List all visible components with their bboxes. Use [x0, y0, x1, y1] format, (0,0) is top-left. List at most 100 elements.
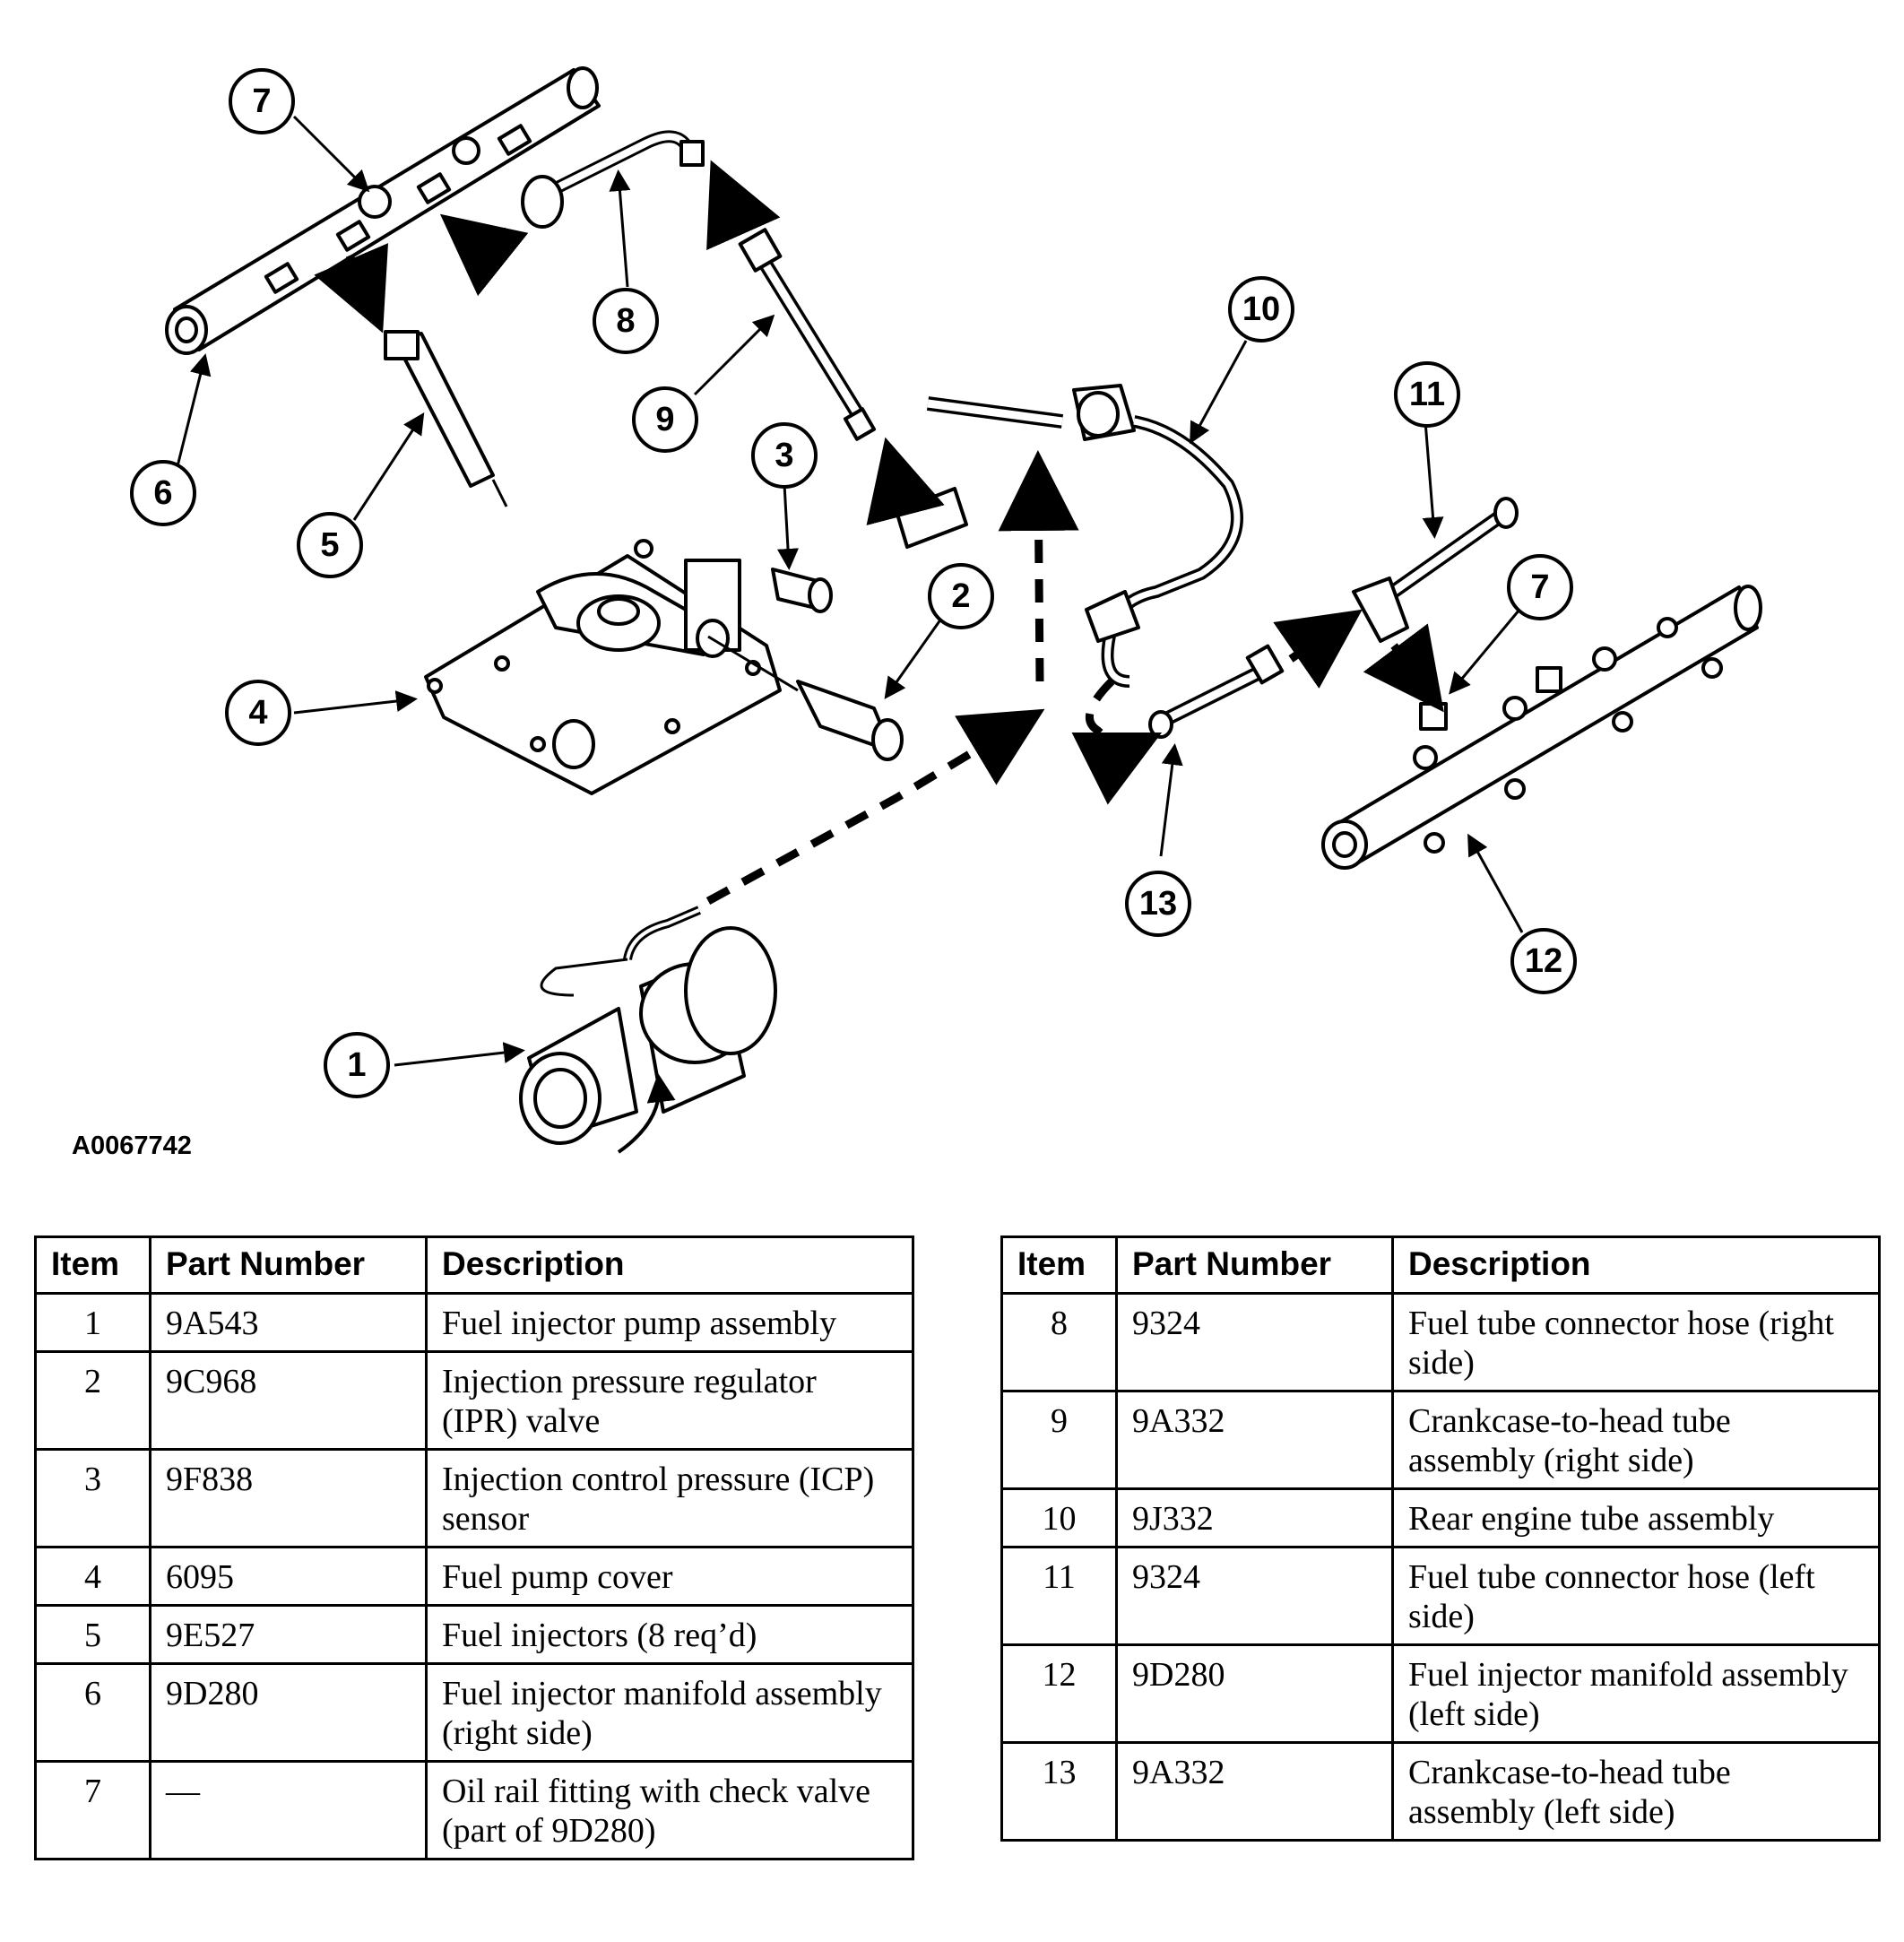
svg-text:5: 5 [320, 526, 339, 564]
description-cell: Fuel injector manifold assembly (left si… [1391, 1643, 1881, 1744]
left-connector-hose [1352, 497, 1519, 643]
description-cell: Fuel injectors (8 req’d) [425, 1604, 914, 1665]
left-injector-manifold [1321, 585, 1762, 870]
item-cell: 6 [34, 1662, 151, 1763]
part-number-cell: 6095 [149, 1546, 428, 1607]
fuel-injector [384, 330, 508, 507]
header-part-number: Part Number [1115, 1235, 1394, 1295]
header-description: Description [1391, 1235, 1881, 1295]
callout-6: 6 [130, 460, 196, 526]
header-item: Item [1000, 1235, 1118, 1295]
description-cell: Injection pressure regulator (IPR) valve [425, 1350, 914, 1451]
table-row: 7—Oil rail fitting with check valve (par… [34, 1760, 914, 1860]
svg-text:11: 11 [1409, 376, 1445, 413]
part-number-cell: 9A543 [149, 1292, 428, 1353]
callout-12: 12 [1510, 928, 1577, 994]
callout-13: 13 [1125, 871, 1191, 937]
right-connector-hose [521, 130, 705, 229]
svg-text:13: 13 [1139, 885, 1177, 923]
callout-9: 9 [632, 386, 698, 453]
icp-sensor [771, 568, 833, 613]
callout-5: 5 [297, 512, 363, 578]
description-cell: Rear engine tube assembly [1391, 1487, 1881, 1548]
callout-1: 1 [324, 1032, 390, 1098]
header-description: Description [425, 1235, 914, 1295]
description-cell: Injection control pressure (ICP) sensor [425, 1448, 914, 1548]
part-number-cell: 9D280 [149, 1662, 428, 1763]
item-cell: 4 [34, 1546, 151, 1607]
svg-text:7: 7 [252, 82, 271, 120]
right-injector-manifold [165, 66, 601, 355]
item-cell: 9 [1000, 1390, 1118, 1490]
svg-text:6: 6 [153, 474, 172, 512]
description-cell: Fuel tube connector hose (right side) [1391, 1292, 1881, 1392]
callout-3: 3 [751, 422, 818, 489]
table-header-row: Item Part Number Description [1000, 1235, 1881, 1295]
leader-lines [176, 115, 1524, 1067]
item-cell: 1 [34, 1292, 151, 1353]
part-number-cell: 9A332 [1115, 1390, 1394, 1490]
figure-id: A0067742 [72, 1131, 192, 1160]
svg-text:9: 9 [655, 401, 674, 438]
callout-8: 8 [593, 288, 659, 354]
callout-10: 10 [1228, 276, 1294, 342]
item-cell: 2 [34, 1350, 151, 1451]
part-number-cell: 9D280 [1115, 1643, 1394, 1744]
svg-text:12: 12 [1525, 942, 1562, 980]
svg-text:10: 10 [1242, 290, 1280, 328]
item-cell: 3 [34, 1448, 151, 1548]
callout-2: 2 [928, 563, 994, 629]
right-crankcase-tube [738, 228, 877, 441]
callout-7-right: 7 [229, 68, 295, 134]
part-number-cell: 9J332 [1115, 1487, 1394, 1548]
part-number-cell: 9324 [1115, 1292, 1394, 1392]
item-cell: 5 [34, 1604, 151, 1665]
left-crankcase-tube [1148, 644, 1285, 739]
fuel-pump-cover [424, 539, 782, 795]
part-number-cell: 9C968 [149, 1350, 428, 1451]
exploded-diagram: 1 2 3 4 5 6 7 8 9 10 11 12 13 7 [130, 66, 1762, 1154]
inlet-arrow [617, 1073, 676, 1154]
item-cell: 13 [1000, 1741, 1118, 1842]
callout-7-left: 7 [1507, 554, 1573, 620]
ipr-valve [707, 635, 904, 761]
description-cell: Crankcase-to-head tube assembly (right s… [1391, 1390, 1881, 1490]
rear-engine-tube [895, 384, 1243, 688]
part-number-cell: 9324 [1115, 1546, 1394, 1646]
callout-4: 4 [225, 680, 291, 746]
header-item: Item [34, 1235, 151, 1295]
svg-text:7: 7 [1530, 568, 1549, 606]
part-number-cell: 9E527 [149, 1604, 428, 1665]
description-cell: Fuel pump cover [425, 1546, 914, 1607]
description-cell: Fuel injector manifold assembly (right s… [425, 1662, 914, 1763]
part-number-cell: 9F838 [149, 1448, 428, 1548]
svg-text:4: 4 [248, 694, 267, 732]
item-cell: 11 [1000, 1546, 1118, 1646]
description-cell: Crankcase-to-head tube assembly (left si… [1391, 1741, 1881, 1842]
callout-11: 11 [1394, 361, 1460, 428]
oil-flow-path [314, 160, 1444, 905]
svg-text:3: 3 [775, 437, 793, 474]
header-part-number: Part Number [149, 1235, 428, 1295]
item-cell: 7 [34, 1760, 151, 1860]
item-cell: 12 [1000, 1643, 1118, 1744]
part-number-cell: 9A332 [1115, 1741, 1394, 1842]
description-cell: Oil rail fitting with check valve (part … [425, 1760, 914, 1860]
item-cell: 8 [1000, 1292, 1118, 1392]
item-cell: 10 [1000, 1487, 1118, 1548]
part-number-cell: — [149, 1760, 428, 1860]
description-cell: Fuel injector pump assembly [425, 1292, 914, 1353]
